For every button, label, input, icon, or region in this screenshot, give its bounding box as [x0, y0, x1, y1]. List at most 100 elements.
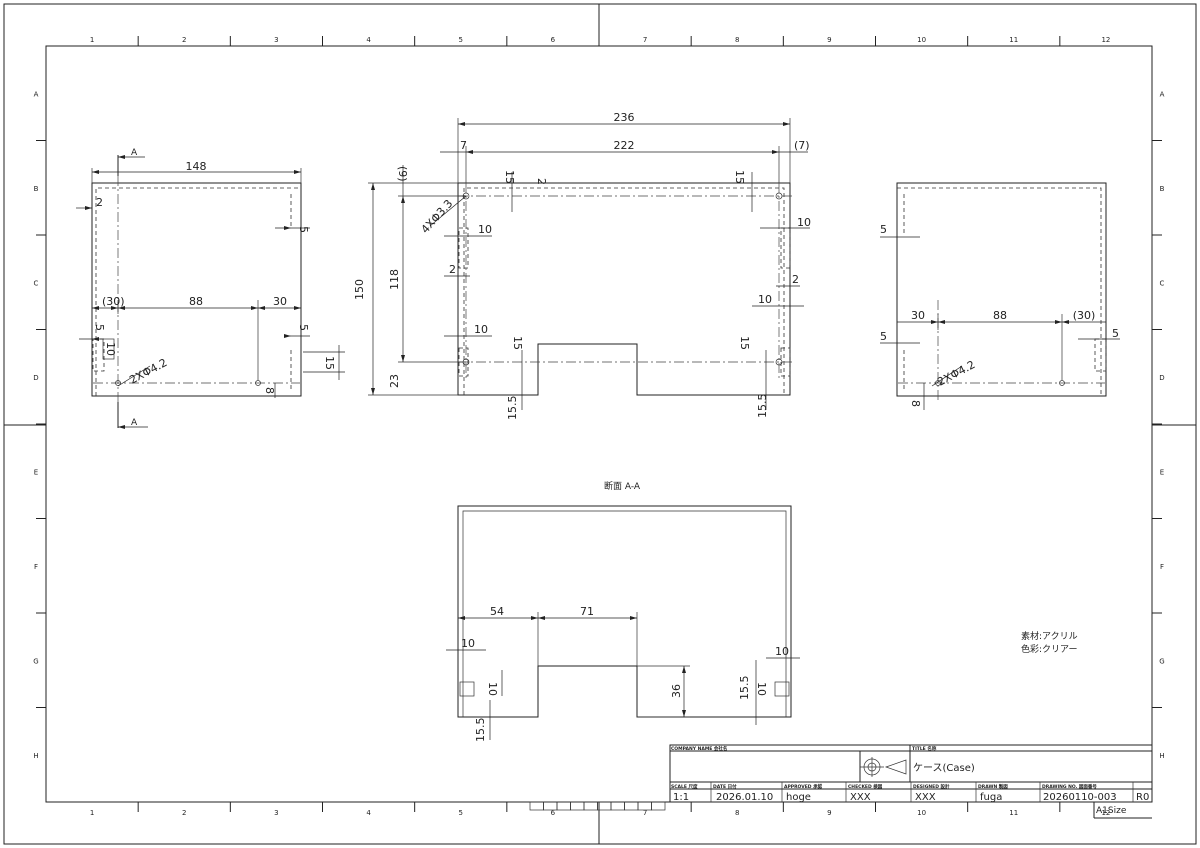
dim-left-inset-a: 5: [93, 324, 106, 331]
zone-col-label: 6: [551, 809, 556, 817]
revision-cell: [583, 801, 598, 811]
checked-label: CHECKED 検図: [848, 783, 883, 790]
zone-row-label: G: [33, 657, 38, 665]
revision-cell: [570, 801, 585, 811]
dim-front-10c: 10: [758, 293, 772, 306]
title-value: ケース(Case): [913, 762, 975, 774]
section-marker-bottom: A: [131, 418, 138, 428]
left-side-view: 148 A A 2 5 (30) 88 30 5: [76, 148, 345, 429]
scale-value: 1:1: [673, 792, 689, 803]
dim-front-height: 150: [353, 279, 366, 300]
zone-col-label: 5: [459, 809, 463, 817]
dim-section-10c: 10: [775, 645, 789, 658]
dim-right-inset-top: 5: [880, 223, 887, 236]
date-value: 2026.01.10: [716, 792, 773, 803]
dim-front-holes: 4XΦ3.3: [419, 197, 456, 236]
right-side-view: 5 5 30 88 (30) 5 2XΦ4.2 8: [880, 182, 1120, 410]
dim-front-15a: 15: [503, 170, 516, 184]
dim-right-hole-offset: 8: [909, 400, 922, 407]
front-view: 236 7 222 (7) (9) 150 118 23 4XΦ3.3: [353, 111, 811, 420]
dim-left-15: 15: [323, 356, 336, 370]
revision-cell: [651, 801, 666, 811]
zone-col-label: 1: [90, 809, 94, 817]
zone-col-label: 7: [643, 809, 647, 817]
title-block-boxes: [529, 801, 666, 811]
dim-section-10d: 10: [755, 682, 768, 696]
dim-front-left-inset: 7: [460, 139, 467, 152]
dim-left-slot: 10: [104, 342, 117, 356]
revision-cell: [610, 801, 625, 811]
zone-row-label: B: [1160, 185, 1165, 193]
zone-col-label: 2: [182, 36, 186, 44]
dim-front-top-ref: (9): [396, 166, 409, 182]
zone-col-label: 12: [1101, 809, 1110, 817]
zone-col-label: 8: [735, 809, 739, 817]
dim-section-15-5b: 15.5: [738, 676, 751, 701]
title-label: TITLE 名称: [912, 745, 937, 752]
dim-section-71: 71: [580, 605, 594, 618]
dim-front-right-inset: (7): [794, 139, 810, 152]
inner-border: [45, 45, 1153, 803]
dim-left-inset-top: 5: [297, 226, 310, 233]
zone-col-label: 12: [1101, 36, 1110, 44]
zone-row-label: A: [34, 90, 39, 98]
dim-right-inset-mid: 5: [880, 330, 887, 343]
dim-left-ref30: (30): [102, 295, 125, 308]
zone-col-label: 8: [735, 36, 739, 44]
projection-symbol-icon: [860, 757, 907, 777]
zone-col-label: 3: [274, 809, 278, 817]
dim-front-10a: 10: [478, 223, 492, 236]
drawing-no-value: 20260110-003: [1043, 792, 1117, 803]
dim-right-inset-b: 5: [1112, 327, 1119, 340]
zone-col-label: 9: [827, 809, 831, 817]
drawing-no-label: DRAWING NO. 図面番号: [1042, 783, 1097, 790]
dim-front-10d: 10: [474, 323, 488, 336]
zone-row-label: D: [33, 374, 38, 382]
company-label: COMPANY NAME 会社名: [671, 745, 727, 752]
zone-row-label: F: [1160, 563, 1164, 571]
material-note: 素材:アクリル: [1021, 630, 1078, 642]
section-title: 断面 A-A: [604, 480, 641, 492]
dim-front-15b: 15: [733, 170, 746, 184]
dim-section-54: 54: [490, 605, 504, 618]
zone-col-label: 4: [366, 36, 371, 44]
zone-row-label: D: [1159, 374, 1164, 382]
dim-section-15-5a: 15.5: [474, 718, 487, 743]
zone-col-label: 6: [551, 36, 556, 44]
dim-left-width: 148: [186, 160, 207, 173]
dim-front-15-5b: 15.5: [756, 394, 769, 419]
drawn-label: DRAWN 製図: [978, 783, 1008, 790]
designed-value: XXX: [915, 792, 936, 803]
zone-col-label: 9: [827, 36, 831, 44]
dim-front-hole-height: 118: [388, 269, 401, 290]
zone-row-label: H: [33, 752, 38, 760]
dim-section-36: 36: [670, 684, 683, 698]
zone-row-label: E: [34, 468, 38, 476]
zone-col-label: 5: [459, 36, 463, 44]
dim-left-wall: 2: [96, 196, 103, 209]
zone-col-label: 10: [917, 809, 926, 817]
approved-label: APPROVED 承認: [784, 783, 823, 790]
dim-section-10b: 10: [486, 682, 499, 696]
revision-cell: [624, 801, 639, 811]
zone-col-label: 10: [917, 36, 926, 44]
revision-cell: [529, 801, 544, 811]
approved-value: hoge: [786, 792, 811, 803]
dim-right-88: 88: [993, 309, 1007, 322]
outer-border: [3, 3, 1197, 845]
zone-row-label: A: [1160, 90, 1165, 98]
revision-cell: [597, 801, 612, 811]
dim-front-10b: 10: [797, 216, 811, 229]
dim-left-88: 88: [189, 295, 203, 308]
zone-col-label: 7: [643, 36, 647, 44]
title-block: COMPANY NAME 会社名 TITLE 名称 ケース(Case) SCAL…: [529, 744, 1153, 819]
dim-front-overall: 236: [614, 111, 635, 124]
date-label: DATE 日付: [713, 783, 737, 790]
color-note: 色彩:クリアー: [1021, 643, 1078, 655]
section-view: 断面 A-A 54 71 10 10 36 10 10 15.5 15.5: [446, 480, 800, 742]
designed-label: DESIGNED 設計: [913, 783, 950, 790]
dim-right-holes: 2XΦ4.2: [935, 358, 977, 389]
